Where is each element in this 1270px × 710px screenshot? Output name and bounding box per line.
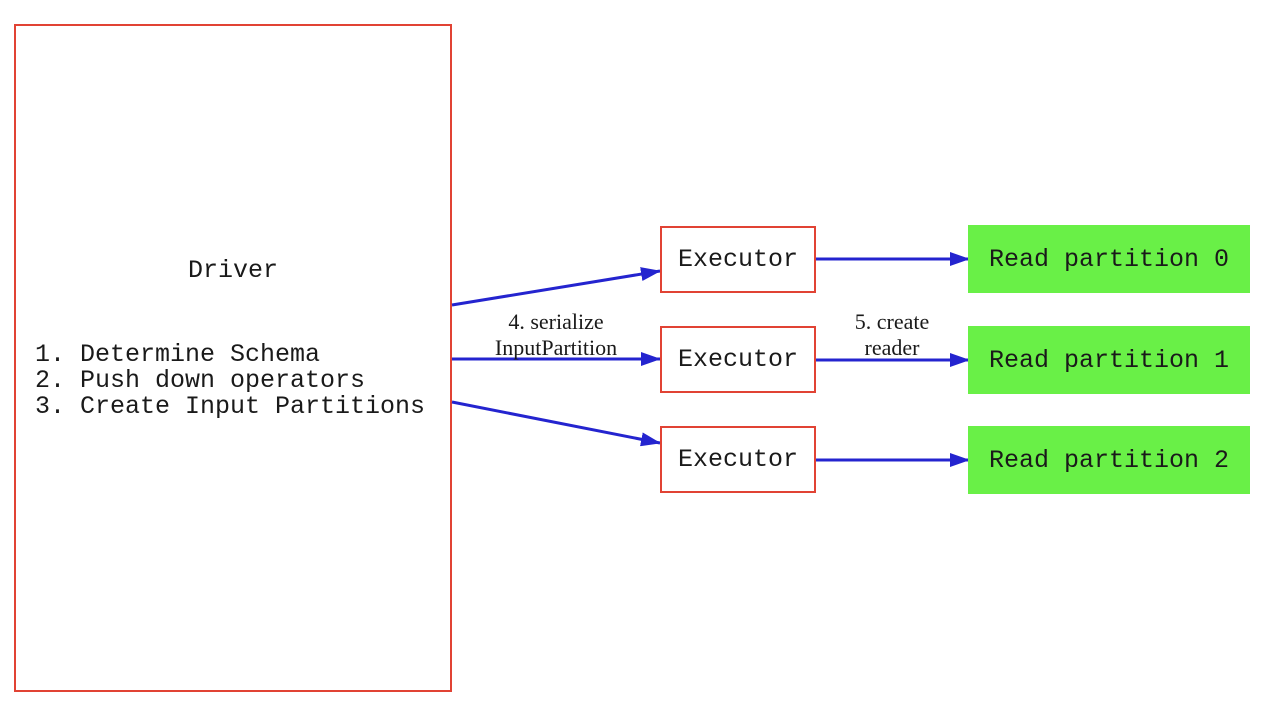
driver-steps-list: 1. Determine Schema 2. Push down operato… xyxy=(35,342,425,420)
executor-box-3: Executor xyxy=(660,426,816,493)
edge-label-serialize-line2: InputPartition xyxy=(494,335,618,360)
read-partition-2-label: Read partition 2 xyxy=(988,445,1230,475)
driver-box: Driver 1. Determine Schema 2. Push down … xyxy=(14,24,452,692)
read-partition-box-0: Read partition 0 xyxy=(968,225,1250,293)
edge-label-reader-line2: reader xyxy=(864,335,920,360)
edge-label-create-reader: 5. create reader xyxy=(855,309,930,361)
driver-title: Driver xyxy=(187,256,278,285)
driver-step-1: 1. Determine Schema xyxy=(35,340,321,369)
executor-2-label: Executor xyxy=(677,345,799,374)
read-partition-box-2: Read partition 2 xyxy=(968,426,1250,494)
driver-step-2: 2. Push down operators xyxy=(35,366,366,395)
edge-label-serialize-line1: 4. serialize xyxy=(508,309,604,334)
executor-1-label: Executor xyxy=(677,245,799,274)
arrow-driver-to-executor-3 xyxy=(451,400,661,447)
executor-box-2: Executor xyxy=(660,326,816,393)
arrow-driver-to-executor-1 xyxy=(451,267,661,307)
read-partition-box-1: Read partition 1 xyxy=(968,326,1250,394)
executor-3-label: Executor xyxy=(677,445,799,474)
read-partition-0-label: Read partition 0 xyxy=(988,244,1230,274)
edge-label-reader-line1: 5. create xyxy=(854,309,930,334)
edge-label-serialize-inputpartition: 4. serialize InputPartition xyxy=(495,309,617,361)
driver-step-3: 3. Create Input Partitions xyxy=(35,392,426,421)
executor-box-1: Executor xyxy=(660,226,816,293)
read-partition-1-label: Read partition 1 xyxy=(988,345,1230,375)
